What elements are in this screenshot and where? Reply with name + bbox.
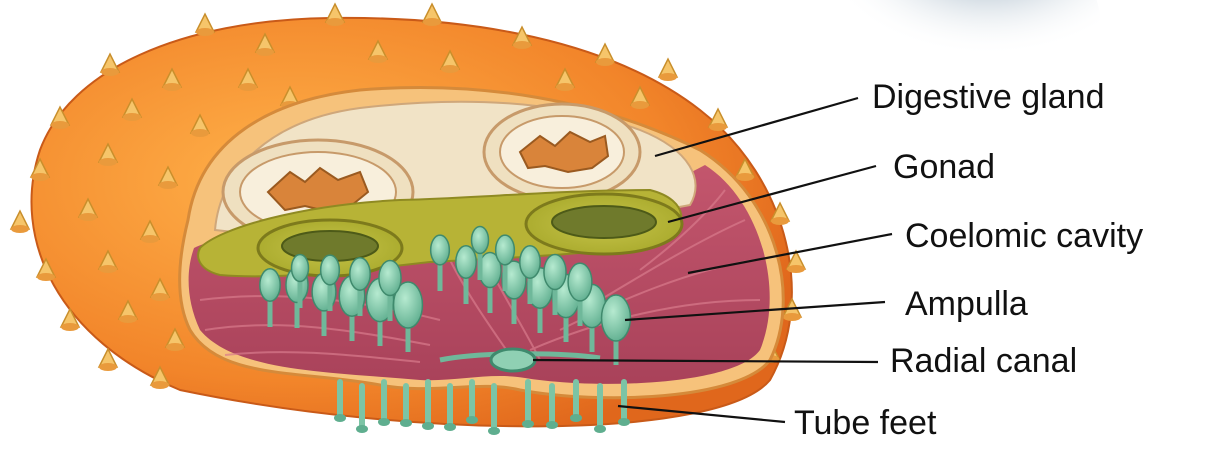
spine (513, 27, 531, 49)
label-coelomic-cavity: Coelomic cavity (905, 219, 1143, 253)
spine (423, 4, 441, 26)
label-gonad: Gonad (893, 150, 995, 184)
spine (326, 4, 344, 26)
label-tube-feet: Tube feet (794, 406, 936, 440)
spine (196, 14, 214, 36)
label-radial-canal: Radial canal (890, 344, 1077, 378)
spine (596, 44, 614, 66)
spine (101, 54, 119, 76)
label-ampulla: Ampulla (905, 287, 1028, 321)
spine (659, 59, 677, 81)
spine (709, 109, 727, 131)
spine (11, 211, 29, 233)
label-digestive-gland: Digestive gland (872, 80, 1104, 114)
